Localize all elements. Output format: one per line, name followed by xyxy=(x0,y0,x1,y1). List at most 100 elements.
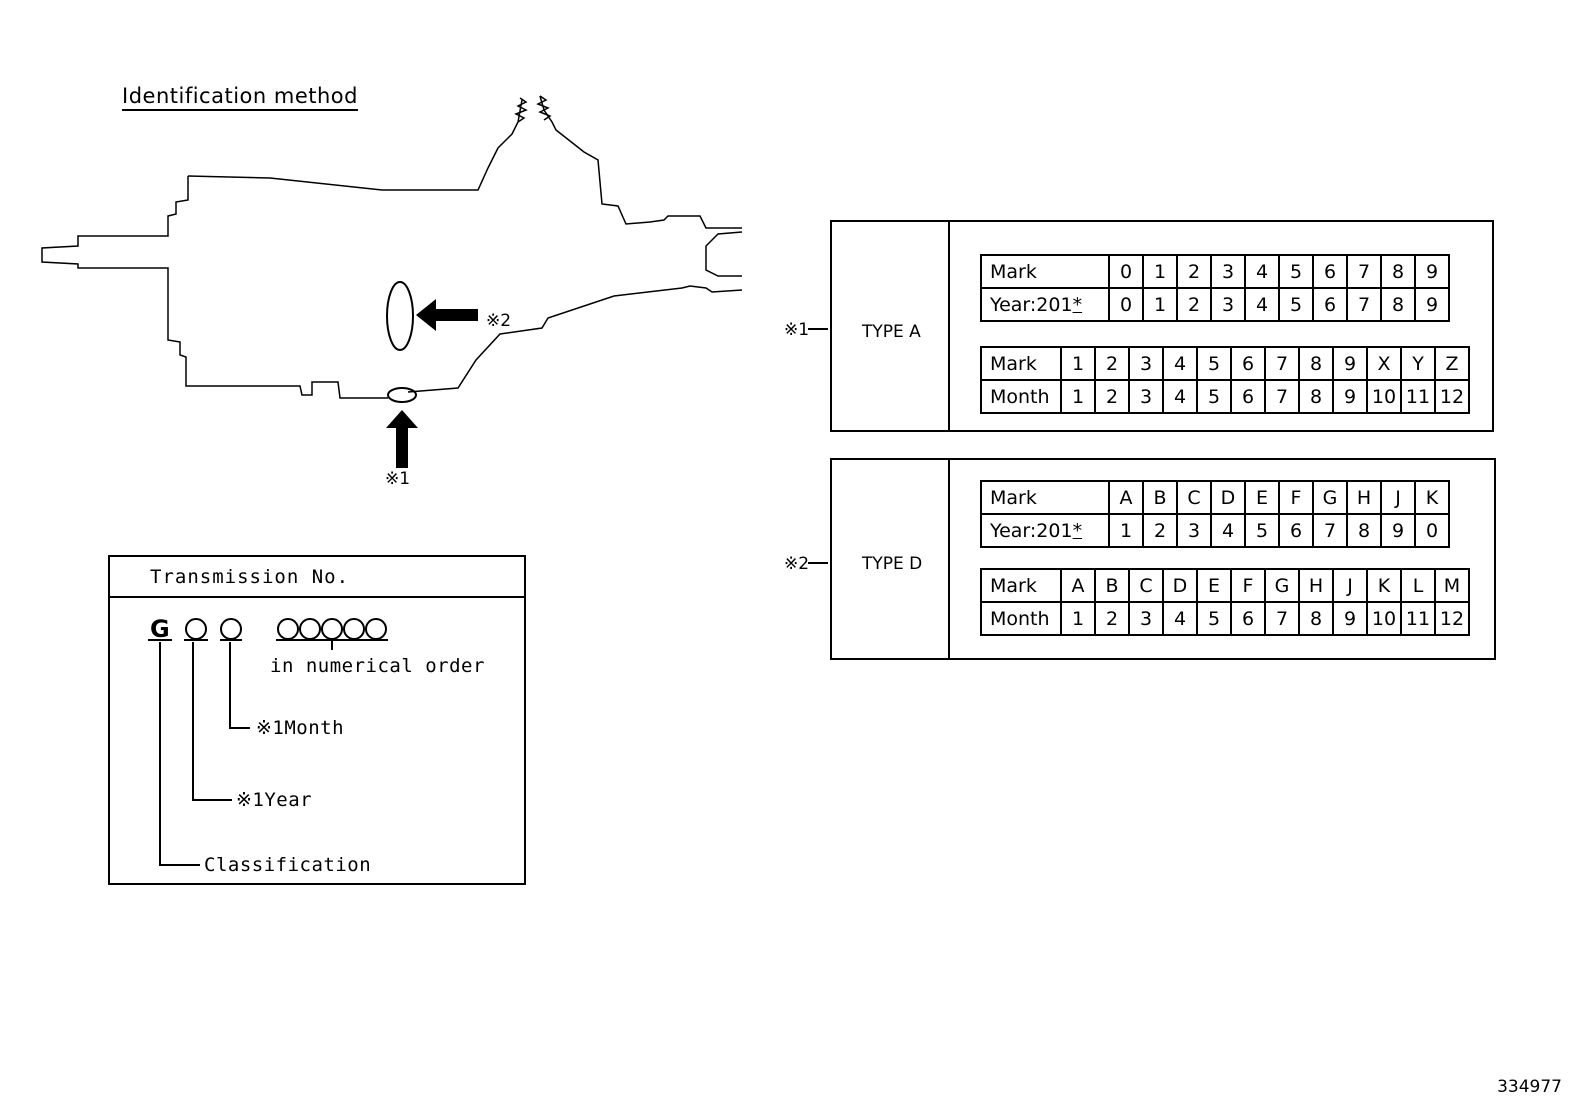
type-d-month-table: Mark A B C D E F G H J K L M Month 1 2 3… xyxy=(980,568,1470,636)
year-header: Year:201* xyxy=(980,287,1110,322)
table-cell: 4 xyxy=(1162,346,1198,381)
table-cell: 11 xyxy=(1400,601,1436,636)
table-row: Mark A B C D E F G H J K xyxy=(980,480,1450,515)
mark-header: Mark xyxy=(980,480,1110,515)
table-cell: 9 xyxy=(1332,346,1368,381)
year-header-text: Year:201 xyxy=(990,293,1073,316)
transmission-no-header: Transmission No. xyxy=(110,557,524,598)
table-cell: 8 xyxy=(1298,346,1334,381)
year-label: ※1Year xyxy=(236,789,313,811)
table-cell: G xyxy=(1312,480,1348,515)
table-cell: 6 xyxy=(1312,287,1348,322)
table-cell: H xyxy=(1298,568,1334,603)
table-cell: 12 xyxy=(1434,379,1470,414)
table-cell: 1 xyxy=(1060,379,1096,414)
table-row: Month 1 2 3 4 5 6 7 8 9 10 11 12 xyxy=(980,601,1470,636)
table-cell: 5 xyxy=(1278,287,1314,322)
table-cell: E xyxy=(1244,480,1280,515)
table-cell: 2 xyxy=(1176,254,1212,289)
table-cell: 3 xyxy=(1128,601,1164,636)
table-cell: 0 xyxy=(1414,513,1450,548)
table-cell: 5 xyxy=(1196,601,1232,636)
table-cell: 8 xyxy=(1298,601,1334,636)
table-cell: A xyxy=(1108,480,1144,515)
table-cell: 7 xyxy=(1346,287,1382,322)
table-cell: 10 xyxy=(1366,601,1402,636)
table-cell: K xyxy=(1414,480,1450,515)
table-cell: 6 xyxy=(1312,254,1348,289)
mark-header: Mark xyxy=(980,346,1062,381)
table-cell: 5 xyxy=(1196,379,1232,414)
document-id: 334977 xyxy=(1497,1077,1562,1097)
table-cell: 0 xyxy=(1108,254,1144,289)
table-cell: G xyxy=(1264,568,1300,603)
table-cell: 4 xyxy=(1162,601,1198,636)
table-cell: J xyxy=(1380,480,1416,515)
table-cell: 4 xyxy=(1244,287,1280,322)
table-cell: 8 xyxy=(1380,254,1416,289)
table-cell: 2 xyxy=(1142,513,1178,548)
id-location-ellipse-1 xyxy=(387,387,417,403)
type-d-callout: ※2 xyxy=(784,554,810,574)
table-cell: 2 xyxy=(1176,287,1212,322)
table-cell: H xyxy=(1346,480,1382,515)
table-cell: A xyxy=(1060,568,1096,603)
year-header-suffix: * xyxy=(1072,293,1083,316)
mark-header: Mark xyxy=(980,254,1110,289)
table-cell: 8 xyxy=(1346,513,1382,548)
table-cell: 9 xyxy=(1414,254,1450,289)
callout-location-1: ※1 xyxy=(385,469,411,489)
table-cell: 2 xyxy=(1094,346,1130,381)
table-cell: Y xyxy=(1400,346,1436,381)
table-cell: 1 xyxy=(1060,601,1096,636)
year-header-text: Year:201 xyxy=(990,519,1073,542)
table-row: Year:201* 1 2 3 4 5 6 7 8 9 0 xyxy=(980,513,1450,548)
table-cell: 2 xyxy=(1094,379,1130,414)
table-cell: 1 xyxy=(1060,346,1096,381)
table-cell: F xyxy=(1230,568,1266,603)
table-cell: 1 xyxy=(1142,254,1178,289)
table-cell: C xyxy=(1176,480,1212,515)
table-cell: 9 xyxy=(1380,513,1416,548)
table-cell: C xyxy=(1128,568,1164,603)
transmission-no-box: Transmission No. G in numerical order ※1… xyxy=(108,555,526,885)
table-cell: F xyxy=(1278,480,1314,515)
month-header: Month xyxy=(980,379,1062,414)
table-cell: 5 xyxy=(1244,513,1280,548)
table-cell: 3 xyxy=(1128,379,1164,414)
table-cell: L xyxy=(1400,568,1436,603)
table-cell: 8 xyxy=(1298,379,1334,414)
table-cell: 4 xyxy=(1162,379,1198,414)
table-cell: 12 xyxy=(1434,601,1470,636)
table-cell: E xyxy=(1196,568,1232,603)
table-cell: 6 xyxy=(1230,601,1266,636)
table-cell: 10 xyxy=(1366,379,1402,414)
table-row: Year:201* 0 1 2 3 4 5 6 7 8 9 xyxy=(980,287,1450,322)
serial-label: in numerical order xyxy=(270,655,485,677)
callout-location-2: ※2 xyxy=(486,311,512,331)
table-cell: 3 xyxy=(1176,513,1212,548)
year-header-suffix: * xyxy=(1072,519,1083,542)
year-header: Year:201* xyxy=(980,513,1110,548)
table-cell: 7 xyxy=(1264,346,1300,381)
type-a-divider xyxy=(948,222,950,430)
page-title: Identification method xyxy=(122,84,358,111)
table-cell: 4 xyxy=(1244,254,1280,289)
table-cell: 9 xyxy=(1414,287,1450,322)
type-d-label: TYPE D xyxy=(862,554,923,574)
table-cell: 6 xyxy=(1278,513,1314,548)
table-cell: 7 xyxy=(1312,513,1348,548)
type-a-month-table: Mark 1 2 3 4 5 6 7 8 9 X Y Z Month 1 2 3… xyxy=(980,346,1470,414)
table-cell: 5 xyxy=(1196,346,1232,381)
table-cell: 7 xyxy=(1346,254,1382,289)
table-cell: 0 xyxy=(1108,287,1144,322)
transmission-outline xyxy=(41,95,743,399)
table-cell: 9 xyxy=(1332,601,1368,636)
type-a-callout: ※1 xyxy=(784,320,810,340)
mark-header: Mark xyxy=(980,568,1062,603)
month-label: ※1Month xyxy=(256,717,345,739)
table-cell: 6 xyxy=(1230,346,1266,381)
type-a-year-table: Mark 0 1 2 3 4 5 6 7 8 9 Year:201* 0 1 2… xyxy=(980,254,1450,322)
table-cell: J xyxy=(1332,568,1368,603)
